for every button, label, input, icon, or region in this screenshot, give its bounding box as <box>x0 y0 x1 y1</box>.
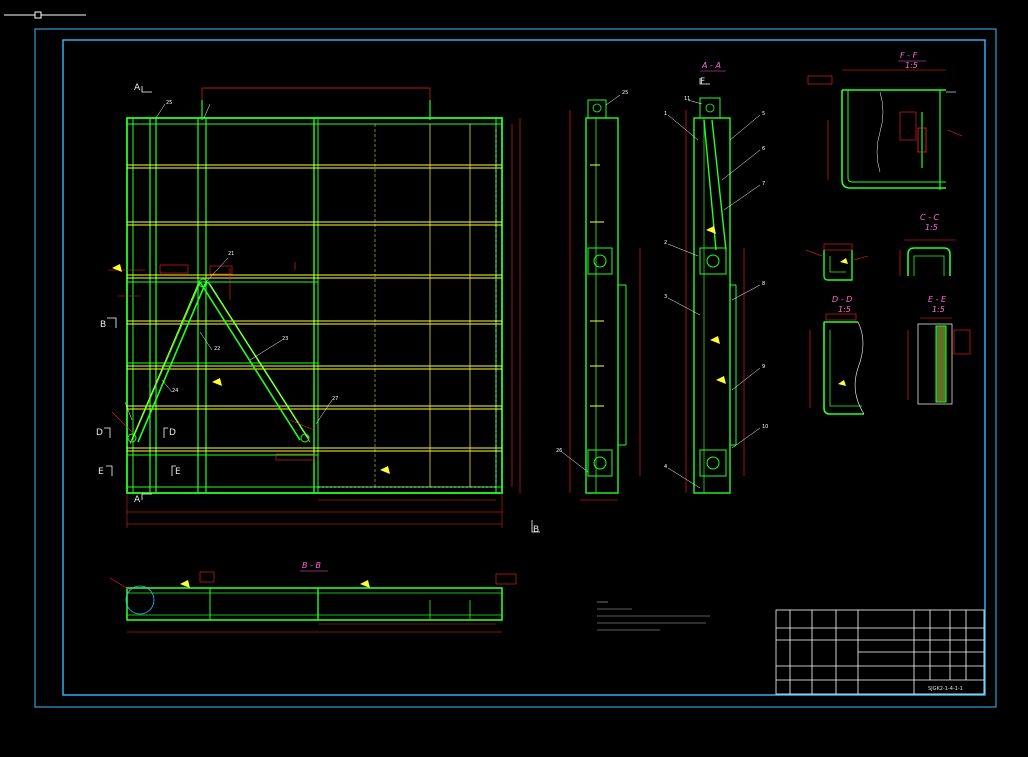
cut-mark-a-top: A <box>134 83 141 93</box>
section-ff-title: F - F <box>900 51 918 60</box>
cut-mark-e-right: E <box>175 467 181 477</box>
section-ff-scale: 1:5 <box>905 61 918 70</box>
cut-mark-d-right: D <box>169 428 176 438</box>
aa-callout-9: 9 <box>762 364 765 370</box>
aa-callout-4: 4 <box>664 464 667 470</box>
cut-mark-d-left: D <box>96 428 103 438</box>
main-elevation-view <box>108 87 521 528</box>
aa-callout-6: 6 <box>762 146 765 152</box>
callout-24: 24 <box>172 388 178 394</box>
technical-notes <box>597 601 710 631</box>
side-view <box>561 94 641 501</box>
aa-callout-11: 11 <box>684 96 690 102</box>
side-callout-26: 26 <box>556 448 562 454</box>
viewport-handle[interactable] <box>4 11 86 19</box>
section-dd-scale: 1:5 <box>838 305 851 314</box>
aa-callout-8: 8 <box>762 281 765 287</box>
callout-23: 23 <box>282 336 288 342</box>
section-bb-view <box>109 571 517 633</box>
cut-mark-b-right: B <box>533 525 539 535</box>
section-dd-view <box>809 313 865 415</box>
aa-callout-10: 10 <box>762 424 768 430</box>
section-bb-title: B - B <box>302 561 321 570</box>
section-cc-scale: 1:5 <box>925 223 938 232</box>
cut-mark-b-left: B <box>100 320 106 330</box>
cut-plane-symbols <box>104 78 710 533</box>
detail-view-left-top <box>805 243 869 281</box>
callout-22: 22 <box>214 346 220 352</box>
aa-callout-7: 7 <box>762 181 765 187</box>
callout-27: 27 <box>332 396 338 402</box>
section-aa-title: A - A <box>701 61 721 70</box>
drawing-number: SJGK2-1-4-1-1 <box>928 686 963 692</box>
callout-25: 25 <box>166 100 172 106</box>
cut-mark-f-top: F <box>700 77 705 87</box>
cut-mark-a-bottom: A <box>134 495 141 505</box>
aa-callout-2: 2 <box>664 240 667 246</box>
side-callout-25: 25 <box>622 90 628 96</box>
section-ee-view <box>907 317 971 405</box>
aa-callout-5: 5 <box>762 111 765 117</box>
section-ee-scale: 1:5 <box>932 305 945 314</box>
outer-border <box>34 28 997 708</box>
section-dd-title: D - D <box>832 295 852 304</box>
aa-callout-1: 1 <box>664 111 667 117</box>
section-cc-title: C - C <box>920 213 940 222</box>
title-block <box>775 609 985 695</box>
aa-callout-3: 3 <box>664 294 667 300</box>
inner-border <box>62 39 986 696</box>
section-ee-title: E - E <box>928 295 947 304</box>
section-cc-view <box>899 239 956 276</box>
section-aa-view <box>667 97 761 494</box>
section-ff-view <box>807 69 963 190</box>
cut-mark-e-left: E <box>98 467 104 477</box>
callout-21: 21 <box>228 251 234 257</box>
